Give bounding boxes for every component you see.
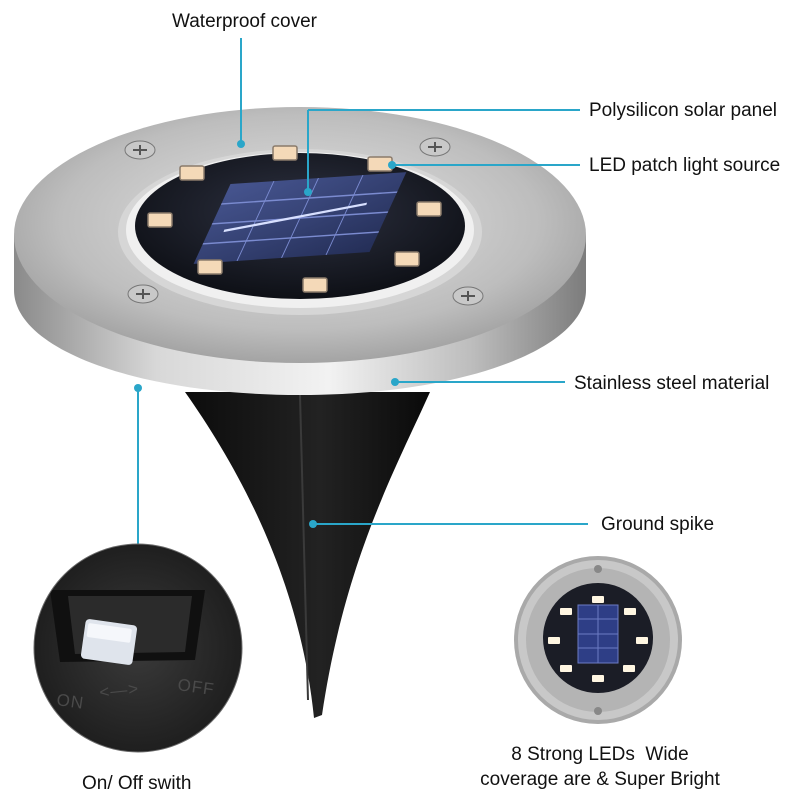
label-solar-panel: Polysilicon solar panel bbox=[589, 100, 777, 121]
switch-inset: ON <—> OFF bbox=[33, 543, 243, 753]
callout-lines bbox=[134, 38, 588, 545]
label-waterproof-cover: Waterproof cover bbox=[172, 11, 318, 32]
ground-spike bbox=[185, 392, 430, 718]
feature-caption-line1: 8 Strong LEDs Wide bbox=[511, 744, 689, 765]
feature-caption: 8 Strong LEDs Wide coverage are & Super … bbox=[470, 743, 730, 792]
switch-arrow-mark: <—> bbox=[98, 679, 140, 702]
screw-icon bbox=[124, 137, 484, 306]
switch-off-mark: OFF bbox=[176, 675, 215, 699]
label-ground-spike: Ground spike bbox=[601, 514, 715, 535]
switch-caption: On/ Off swith bbox=[82, 773, 192, 794]
feature-caption-line2: coverage are & Super Bright bbox=[480, 768, 720, 790]
switch-on-mark: ON bbox=[55, 690, 85, 713]
label-steel: Stainless steel material bbox=[574, 373, 770, 394]
label-led-source: LED patch light source bbox=[589, 155, 781, 176]
lit-product-inset bbox=[514, 556, 682, 724]
